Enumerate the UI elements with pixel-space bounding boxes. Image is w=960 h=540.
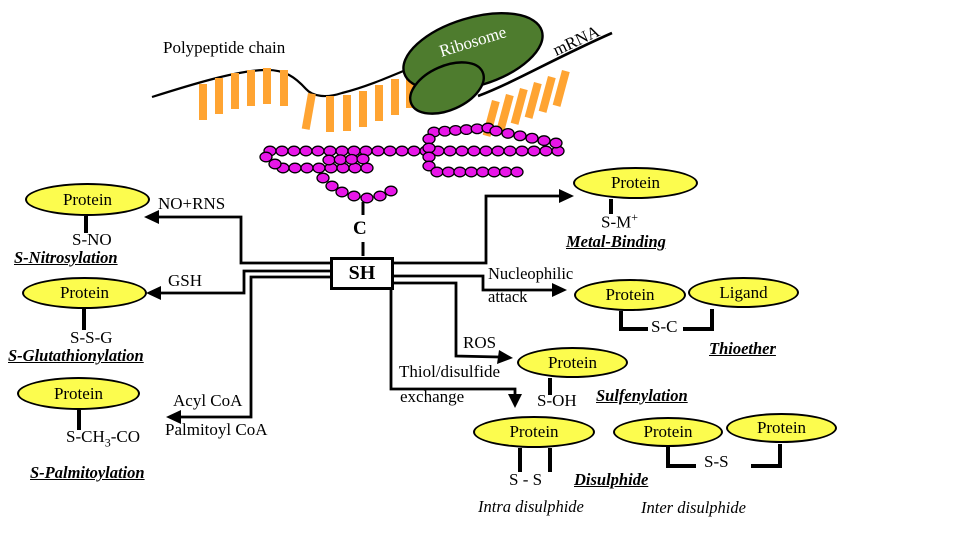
protein-ellipse-inter-right: Protein	[726, 413, 837, 443]
ros-label: ROS	[463, 333, 497, 352]
bond-inter-left	[666, 447, 696, 468]
arrow-acyl-head	[166, 410, 181, 424]
arrow-no-rns-line	[158, 215, 340, 265]
protein-ellipse-nitrosylation: Protein	[25, 183, 150, 216]
s-oh-label: S-OH	[537, 391, 577, 410]
s-s-g-label: S-S-G	[70, 328, 113, 347]
protein-ellipse-intra: Protein	[473, 416, 595, 448]
attack-label: attack	[488, 287, 528, 306]
arrow-thiol-exchange-line	[389, 289, 517, 395]
intra-disulphide-caption: Intra disulphide	[478, 497, 584, 516]
arrow-ros-line	[392, 281, 500, 359]
bond-thioether-left	[619, 311, 648, 331]
ligand-ellipse: Ligand	[688, 277, 799, 308]
thiol-disulfide-label: Thiol/disulfide	[399, 362, 501, 381]
arrow-acyl-line	[180, 275, 340, 419]
exchange-label: exchange	[400, 387, 465, 406]
arrow-no-rns-head	[144, 210, 159, 224]
nucleophilic-label: Nucleophilic	[488, 264, 574, 283]
protein-ellipse-glutathionylation: Protein	[22, 277, 147, 309]
thiol-sh-box: SH	[330, 257, 394, 290]
disulphide-title: Disulphide	[574, 470, 649, 489]
s-s-inter-label: S-S	[704, 452, 729, 471]
thioether-title: Thioether	[709, 339, 776, 358]
metal-binding-title: Metal-Binding	[566, 232, 666, 251]
acyl-coa-label: Acyl CoA	[173, 391, 243, 410]
arrow-gsh-head	[146, 286, 161, 300]
s-m-label: S-M+	[601, 210, 639, 232]
no-rns-label: NO+RNS	[158, 194, 226, 213]
protein-ellipse-thioether: Protein	[574, 279, 686, 311]
s-ch3-co-label: S-CH3-CO	[66, 427, 141, 450]
cysteine-label: C	[353, 218, 367, 239]
bond-thioether-right	[683, 309, 714, 331]
mrna-ticks	[482, 69, 570, 137]
arrow-gsh-line	[160, 269, 340, 295]
mrna-line	[477, 31, 613, 98]
protein-ellipse-inter-left: Protein	[613, 417, 723, 447]
protein-ellipse-palmitoylation: Protein	[17, 377, 140, 410]
s-s-intra-label: S - S	[509, 470, 543, 489]
arrow-thiol-exchange-head	[508, 394, 522, 408]
arrow-ros-head	[497, 350, 513, 364]
gsh-label: GSH	[168, 271, 203, 290]
palmitoylation-title: S-Palmitoylation	[30, 463, 145, 482]
bond-inter-right	[751, 444, 782, 468]
polypeptide-line	[151, 63, 419, 99]
arrow-nucleophilic-line	[392, 274, 553, 292]
protein-ellipse-metal: Protein	[573, 167, 698, 199]
sulfenylation-title: Sulfenylation	[596, 386, 688, 405]
arrow-metal-head	[559, 189, 574, 203]
polypeptide-chain-label: Polypeptide chain	[163, 38, 286, 57]
glutathionylation-title: S-Glutathionylation	[8, 346, 144, 365]
arrow-metal-line	[392, 194, 560, 265]
palmitoyl-coa-label: Palmitoyl CoA	[165, 420, 268, 439]
s-no-label: S-NO	[72, 230, 112, 249]
arrow-nucleophilic-head	[552, 283, 567, 297]
ribosome-small-ellipse	[409, 61, 485, 115]
inter-disulphide-caption: Inter disulphide	[641, 498, 746, 517]
s-c-label: S-C	[651, 317, 678, 336]
nitrosylation-title: S-Nitrosylation	[14, 248, 118, 267]
bead-chain	[259, 122, 565, 204]
protein-ellipse-sulfenylation: Protein	[517, 347, 628, 378]
